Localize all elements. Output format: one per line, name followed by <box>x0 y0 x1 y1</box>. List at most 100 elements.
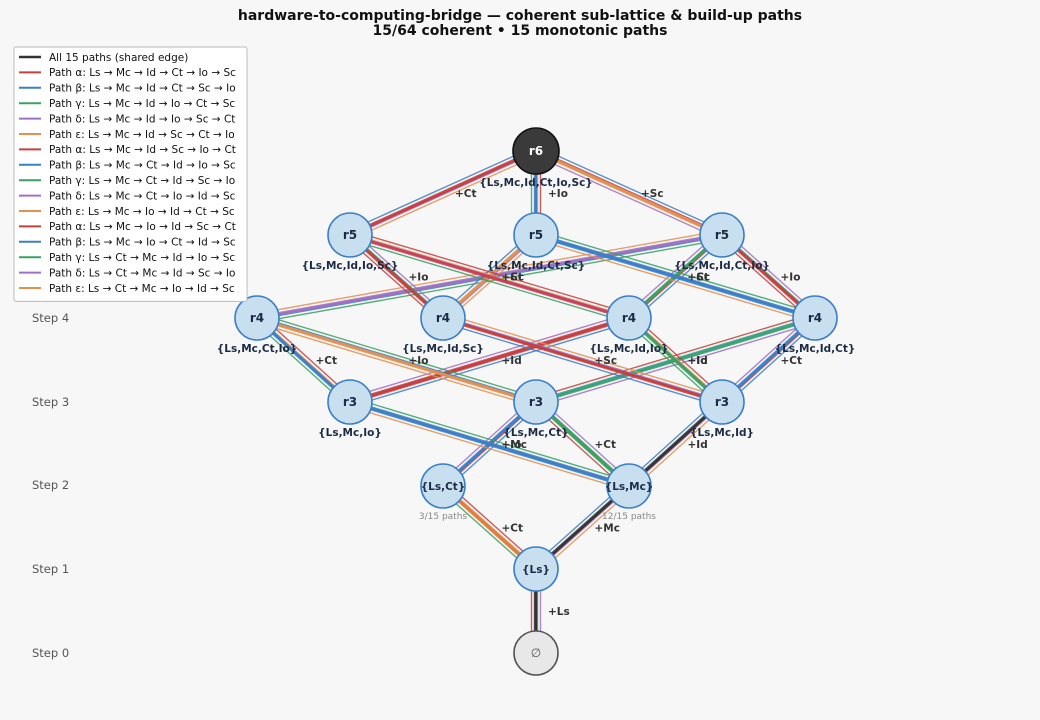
legend-label: Path ε: Ls → Mc → Io → Id → Ct → Sc <box>49 206 235 218</box>
edge-d4-b5 <box>534 230 817 323</box>
node-c3[interactable]: r3{Ls,Mc,Id} <box>690 379 754 439</box>
node-set-label: {Ls,Mc,Ct} <box>503 427 568 439</box>
edge-strand <box>534 238 814 323</box>
legend-entry: Path β: Ls → Mc → Io → Ct → Id → Sc <box>19 237 236 249</box>
edge-main-stroke <box>442 316 723 404</box>
legend-entry: Path δ: Ls → Mc → Id → Io → Sc → Ct <box>19 113 235 125</box>
legend-box <box>13 46 248 302</box>
edge-strand <box>536 148 723 235</box>
edge-strand <box>257 315 537 402</box>
edge-strand <box>348 238 628 323</box>
edge-label: +Sc <box>688 272 711 284</box>
edge-label: +Id <box>688 439 708 451</box>
node-set-label: {Ls,Mc,Id,Ct,Io,Sc} <box>479 177 593 189</box>
edge-strand <box>351 154 539 240</box>
edge-strand <box>442 318 722 405</box>
node-a3[interactable]: r3 {Ls,Mc,Io} <box>318 379 382 439</box>
legend-entry: Path δ: Ls → Ct → Mc → Id → Sc → Io <box>19 267 235 279</box>
legend-entry: Path α: Ls → Mc → Io → Id → Sc → Ct <box>19 221 236 233</box>
legend-entry: Path γ: Ls → Mc → Id → Io → Ct → Sc <box>19 98 235 110</box>
edge-label: +Sc <box>502 272 525 284</box>
legend-label: Path α: Ls → Mc → Id → Sc → Io → Ct <box>49 144 236 156</box>
legend-label: Path γ: Ls → Ct → Mc → Id → Io → Sc <box>49 252 235 264</box>
legend-entry: Path α: Ls → Mc → Id → Sc → Io → Ct <box>19 144 236 156</box>
title-line-1: hardware-to-computing-bridge — coherent … <box>238 8 802 24</box>
edge-strand <box>533 154 721 240</box>
edge-main-stroke <box>535 149 723 237</box>
edge-label: +Io <box>688 355 708 367</box>
edge-c5-top <box>533 146 725 240</box>
node-circle <box>513 630 559 676</box>
node-set-label: {Ls,Mc,Id,Io} <box>589 343 668 355</box>
node-a5[interactable]: r5{Ls,Mc,Id,Io,Sc} <box>302 212 399 272</box>
edge-strand <box>535 235 815 321</box>
edge-strand <box>350 399 630 486</box>
node-set-label: {Ls,Mc,Id,Ct} <box>775 343 856 355</box>
legend-entry: Path ε: Ls → Ct → Mc → Io → Id → Sc <box>19 283 235 295</box>
node-label: {Ls,Ct} <box>421 481 466 493</box>
edge-strand <box>537 146 725 232</box>
edge-labels-layer: +Ls+Mc+Ct+Mc+Io+Ct+Id+Ct+Id+Io+Id+Sc+Io+… <box>316 188 803 618</box>
node-d4[interactable]: r4{Ls,Mc,Id,Ct} <box>775 295 856 355</box>
node-label: r3 <box>343 395 357 409</box>
node-label: ∅ <box>531 646 541 660</box>
node-a4[interactable]: r4{Ls,Mc,Ct,Io} <box>217 295 297 355</box>
node-circle <box>327 212 373 258</box>
legend-label: Path α: Ls → Mc → Io → Id → Sc → Ct <box>49 221 236 233</box>
node-c4[interactable]: r4{Ls,Mc,Id,Io} <box>589 295 669 355</box>
edge-strand <box>349 235 629 321</box>
node-label: r4 <box>436 311 450 325</box>
legend-entry: Path δ: Ls → Mc → Ct → Io → Id → Sc <box>19 190 236 202</box>
node-path-count: 12/15 paths <box>602 512 656 522</box>
legend-label: Path β: Ls → Mc → Ct → Id → Io → Sc <box>49 160 236 172</box>
node-s1[interactable]: {Ls} <box>513 546 559 592</box>
node-label: r6 <box>529 144 543 158</box>
node-set-label: {Ls,Mc,Id,Ct,Io} <box>674 260 770 272</box>
edge-label: +Ct <box>688 272 710 284</box>
node-circle <box>420 295 466 341</box>
node-b3[interactable]: r3{Ls,Mc,Ct} <box>503 379 569 439</box>
edge-strand <box>255 321 535 407</box>
edge-label: +Io <box>781 272 801 284</box>
edge-strand <box>351 230 631 315</box>
legend-label: All 15 paths (shared edge) <box>49 52 188 64</box>
edge-label: +Ct <box>502 272 524 284</box>
node-circle <box>699 379 745 425</box>
edge-label: +Ct <box>781 355 803 367</box>
legend-entry: Path γ: Ls → Ct → Mc → Id → Io → Sc <box>19 252 235 264</box>
node-b4[interactable]: r4 {Ls,Mc,Id,Sc} <box>402 295 484 355</box>
node-c5[interactable]: r5{Ls,Mc,Id,Ct,Io} <box>674 212 770 272</box>
legend-entry: All 15 paths (shared edge) <box>19 52 188 64</box>
step-label-3: Step 3 <box>32 395 69 409</box>
edge-strand <box>537 321 817 407</box>
edge-strand <box>444 313 724 399</box>
edge-strand <box>536 232 816 318</box>
node-set-label: {Ls,Mc,Io} <box>318 427 382 439</box>
node-mc[interactable]: {Ls,Mc}12/15 paths <box>602 463 656 522</box>
legend-label: Path γ: Ls → Mc → Ct → Id → Sc → Io <box>49 175 235 187</box>
node-circle <box>513 546 559 592</box>
node-b5[interactable]: r5 {Ls,Mc,Id,Ct,Sc} <box>487 212 585 272</box>
edge-a5-top <box>347 146 539 240</box>
node-set-label: {Ls,Mc,Id,Io,Sc} <box>302 260 399 272</box>
node-top[interactable]: r6 {Ls,Mc,Id,Ct,Io,Sc} <box>479 127 593 189</box>
node-ct[interactable]: {Ls,Ct} 3/15 paths <box>419 463 468 522</box>
edge-main-stroke <box>535 233 816 320</box>
legend-label: Path γ: Ls → Mc → Id → Io → Ct → Sc <box>49 98 235 110</box>
node-path-count: 3/15 paths <box>419 512 468 522</box>
node-circle <box>234 295 280 341</box>
edge-strand <box>350 151 537 238</box>
edge-c3-b4 <box>441 313 724 407</box>
node-set-label: {Ls,Mc,Id} <box>690 427 754 439</box>
edge-strand <box>349 148 536 235</box>
node-set-label: {Ls,Mc,Id,Sc} <box>402 343 484 355</box>
node-s0[interactable]: ∅ <box>513 630 559 676</box>
legend-label: Path δ: Ls → Mc → Id → Io → Sc → Ct <box>49 113 235 125</box>
edge-label: +Mc <box>502 439 527 451</box>
node-label: r5 <box>529 228 543 242</box>
edge-label: +Ls <box>548 606 570 618</box>
edge-label: +Ct <box>595 439 617 451</box>
node-set-label: {Ls,Mc,Id,Ct,Sc} <box>487 260 585 272</box>
edge-strand <box>535 151 722 238</box>
